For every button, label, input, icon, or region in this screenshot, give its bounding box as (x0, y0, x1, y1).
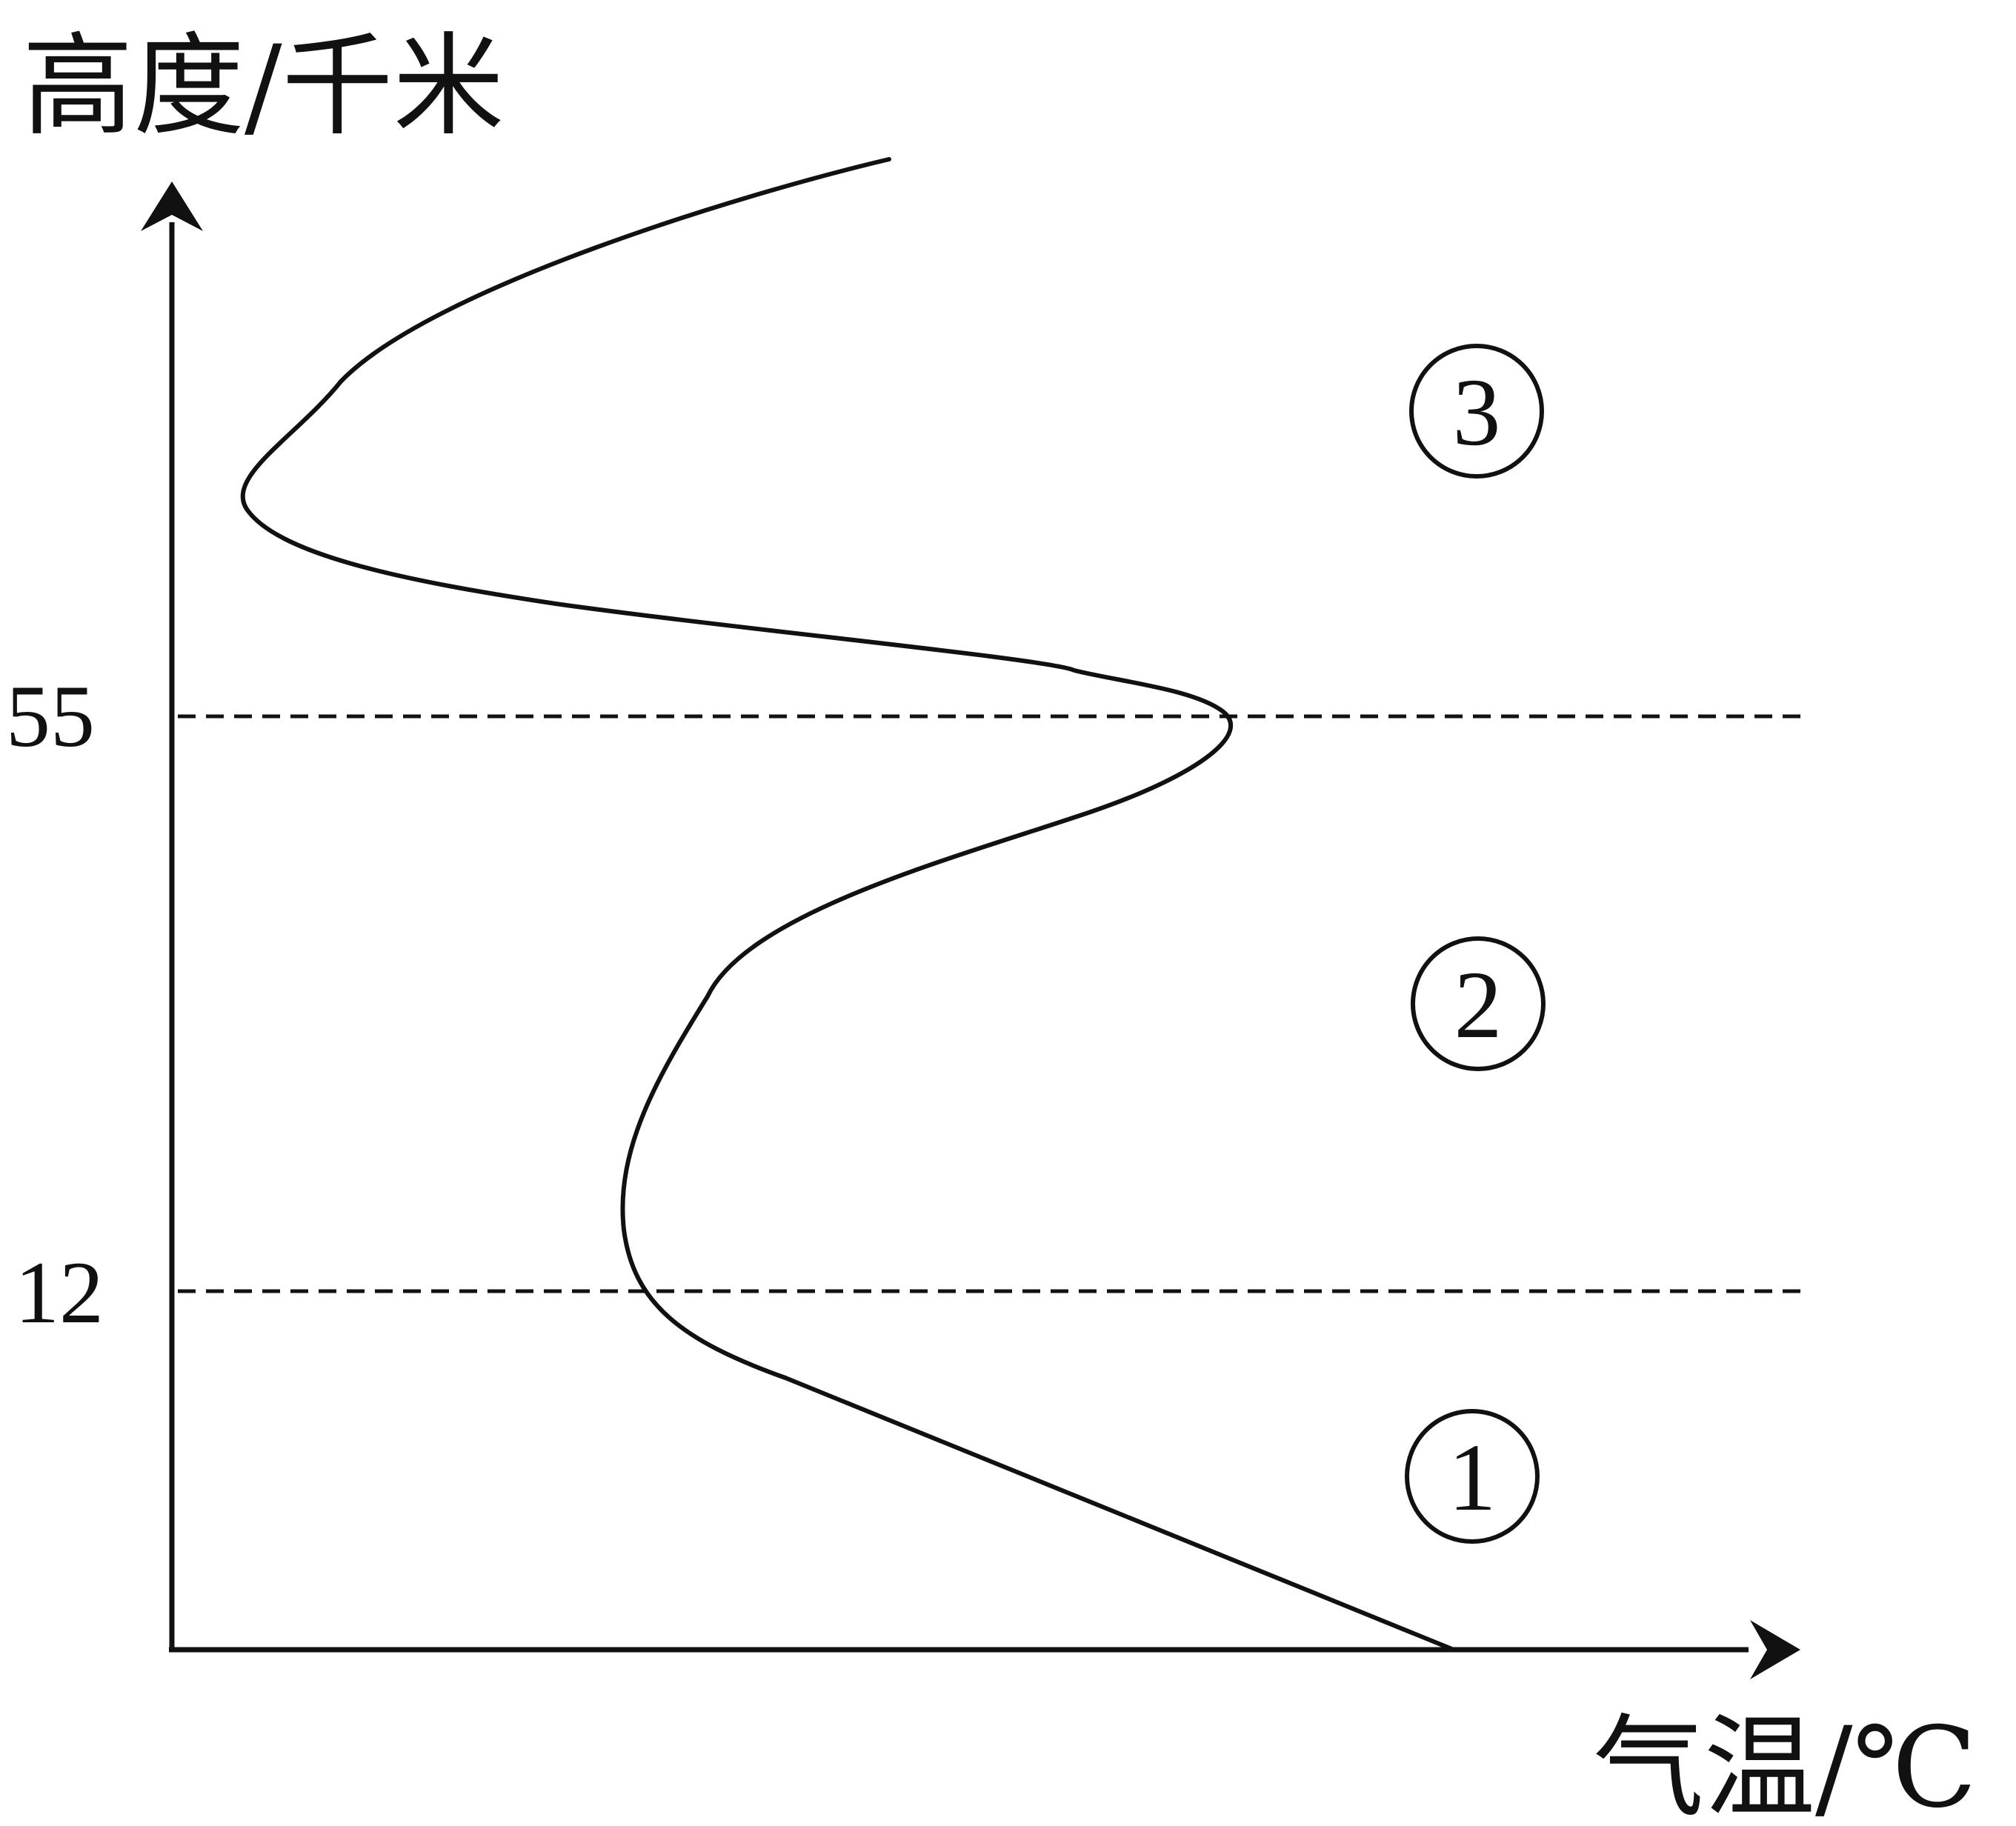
layer-marker-3-circle (1409, 344, 1544, 479)
layer-marker-1-number: 1 (1448, 1425, 1497, 1531)
y-axis-title: 高度/千米 (22, 22, 505, 151)
layer-marker-1: 1 (1405, 1409, 1540, 1544)
x-axis-arrowhead (1750, 1620, 1800, 1679)
y-axis-arrowhead (141, 181, 203, 231)
layer-marker-3: 3 (1409, 344, 1544, 479)
layer-marker-3-number: 3 (1453, 359, 1501, 466)
tick-label-12: 12 (15, 1243, 104, 1342)
temperature-profile-curve (240, 157, 1456, 1652)
x-axis-title: 气温/℃ (1593, 1704, 1977, 1826)
layer-marker-2: 2 (1411, 936, 1546, 1071)
layer-marker-2-number: 2 (1454, 952, 1503, 1059)
layer-marker-1-circle (1405, 1409, 1540, 1544)
tick-label-55: 55 (6, 667, 95, 765)
layer-marker-2-circle (1411, 936, 1546, 1071)
